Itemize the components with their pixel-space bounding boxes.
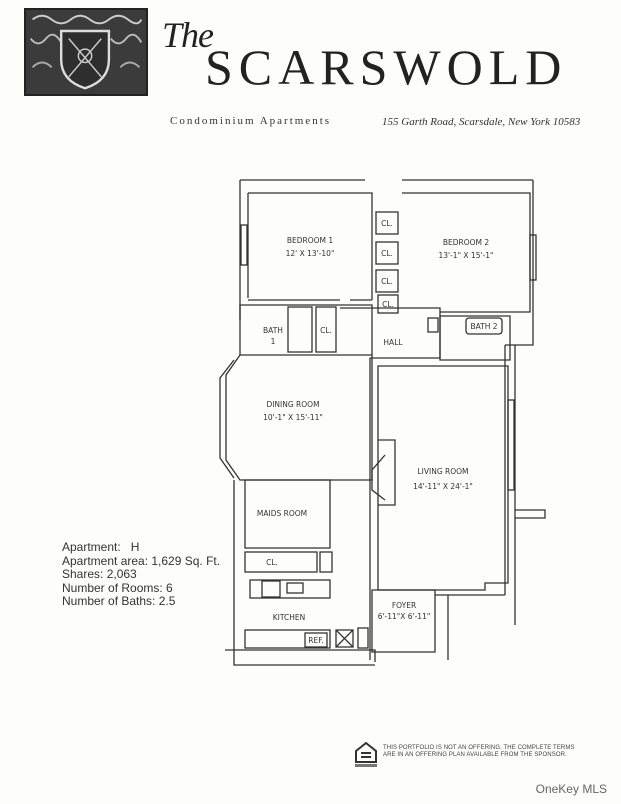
room-name: BATH bbox=[263, 326, 283, 335]
title-prefix: The bbox=[162, 15, 214, 55]
watermark: OneKey MLS bbox=[535, 782, 607, 796]
room-dims: 6'-11"X 6'-11" bbox=[378, 612, 431, 621]
building-name: SCARSWOLD bbox=[205, 39, 568, 95]
room-dims: 1 bbox=[271, 337, 276, 346]
apartment-info: Apartment: H Apartment area: 1,629 Sq. F… bbox=[62, 540, 221, 609]
subtitle: Condominium Apartments bbox=[170, 115, 332, 127]
room-name: BEDROOM 2 bbox=[443, 238, 490, 247]
room-name: MAIDS ROOM bbox=[257, 509, 307, 518]
room-name: DINING ROOM bbox=[266, 400, 319, 409]
shares: Shares: 2,063 bbox=[62, 567, 137, 581]
equal-housing-icon bbox=[355, 741, 377, 767]
address: 155 Garth Road, Scarsdale, New York 1058… bbox=[382, 116, 581, 128]
bath-count: Number of Baths: 2.5 bbox=[62, 594, 176, 608]
room-name: LIVING ROOM bbox=[417, 467, 468, 476]
room-name: FOYER bbox=[392, 601, 416, 610]
room-name: BEDROOM 1 bbox=[287, 236, 334, 245]
crest-icon bbox=[26, 10, 146, 94]
closet-label: CL. bbox=[320, 326, 332, 335]
apartment-area: Apartment area: 1,629 Sq. Ft. bbox=[62, 553, 221, 568]
closet-label: CL. bbox=[382, 300, 394, 309]
room-name: BATH 2 bbox=[470, 322, 497, 331]
closet-label: CL. bbox=[381, 219, 393, 228]
room-name: HALL bbox=[383, 338, 403, 347]
room-dims: 14'-11" X 24'-1" bbox=[413, 482, 473, 491]
closet-label: CL. bbox=[381, 277, 393, 286]
room-name: KITCHEN bbox=[273, 613, 306, 622]
room-count: Number of Rooms: 6 bbox=[62, 580, 173, 595]
disclaimer-line: ARE IN AN OFFERING PLAN AVAILABLE FROM T… bbox=[383, 752, 567, 758]
room-dims: 13'-1" X 15'-1" bbox=[439, 251, 494, 260]
crest-logo bbox=[24, 8, 148, 96]
closet-label: CL. bbox=[266, 558, 278, 567]
room-dims: 10'-1" X 15'-11" bbox=[263, 413, 323, 422]
disclaimer-line: THIS PORTFOLIO IS NOT AN OFFERING. THE C… bbox=[383, 745, 575, 751]
disclaimer: THIS PORTFOLIO IS NOT AN OFFERING. THE C… bbox=[383, 745, 583, 759]
ref-label: REF. bbox=[308, 636, 323, 645]
room-dims: 12' X 13'-10" bbox=[286, 249, 335, 258]
apartment-id: Apartment: H bbox=[62, 540, 140, 554]
closet-label: CL. bbox=[381, 249, 393, 258]
